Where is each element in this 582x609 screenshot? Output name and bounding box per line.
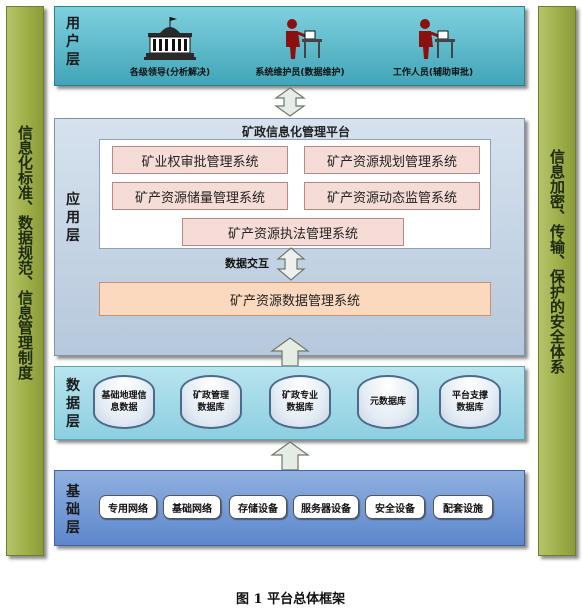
right-pillar-text: 信息加密、传输、保护的安全体系: [548, 149, 566, 374]
database-geo-base[interactable]: 基础地理信息数据: [93, 375, 155, 429]
figure-caption: 图 1 平台总体框架: [236, 592, 346, 607]
mining-right-approval-system[interactable]: 矿业权审批管理系统: [112, 146, 288, 174]
database-mining-admin[interactable]: 矿政管理数据库: [180, 375, 242, 429]
leader-role: 各级领导(分析解决): [110, 15, 230, 79]
base-supporting-facilities[interactable]: 配套设施: [433, 495, 493, 519]
maintainer-role-label: 系统维护员(数据维护): [255, 68, 345, 78]
base-layer-title: 基础层: [66, 484, 80, 536]
reserve-management-system[interactable]: 矿产资源储量管理系统: [112, 182, 288, 210]
app-layer-title: 应用层: [66, 192, 80, 244]
platform-panel: 矿业权审批管理系统 矿产资源规划管理系统 矿产资源储量管理系统 矿产资源动态监管…: [99, 139, 491, 249]
data-exchange-arrow-icon: [276, 247, 306, 281]
dynamic-supervision-system[interactable]: 矿产资源动态监管系统: [304, 182, 480, 210]
law-enforcement-system[interactable]: 矿产资源执法管理系统: [182, 218, 404, 246]
user-layer-title: 用户层: [66, 16, 80, 68]
maintainer-person-icon: [286, 19, 322, 59]
base-to-data-arrow-icon: [270, 441, 310, 471]
staff-person-icon: [419, 19, 455, 59]
staff-role: 工作人员(辅助审批): [373, 15, 493, 79]
data-exchange-label: 数据交互: [225, 257, 269, 270]
resource-data-management-system[interactable]: 矿产资源数据管理系统: [99, 282, 491, 316]
right-pillar: 信息加密、传输、保护的安全体系: [538, 6, 576, 556]
base-layer: 基础层 专用网络 基础网络 存储设备 服务器设备 安全设备 配套设施: [54, 470, 525, 546]
base-storage-device[interactable]: 存储设备: [229, 495, 287, 519]
staff-role-label: 工作人员(辅助审批): [392, 68, 474, 78]
platform-title: 矿政信息化管理平台: [241, 125, 350, 139]
resource-planning-system[interactable]: 矿产资源规划管理系统: [304, 146, 480, 174]
database-mining-professional[interactable]: 矿政专业数据库: [269, 375, 331, 429]
database-platform-support[interactable]: 平台支撑数据库: [439, 375, 501, 429]
base-dedicated-network[interactable]: 专用网络: [99, 495, 157, 519]
left-pillar-text: 信息化标准、数据规范、信息管理制度: [16, 125, 34, 380]
leader-role-label: 各级领导(分析解决): [129, 68, 211, 78]
maintainer-role: 系统维护员(数据维护): [240, 15, 360, 79]
data-layer-title: 数据层: [66, 378, 80, 430]
base-security-device[interactable]: 安全设备: [365, 495, 425, 519]
data-to-app-arrow-icon: [270, 337, 310, 367]
data-layer: 数据层 基础地理信息数据 矿政管理数据库 矿政专业数据库 元数据库 平台支撑数据…: [54, 366, 525, 440]
app-layer: 应用层 矿政信息化管理平台 矿业权审批管理系统 矿产资源规划管理系统 矿产资源储…: [54, 118, 525, 356]
user-app-double-arrow-icon: [274, 87, 306, 117]
user-layer: 用户层 各级领导(分析解决) 系统维护员(数据: [54, 6, 525, 86]
base-server-device[interactable]: 服务器设备: [293, 495, 359, 519]
database-metadata[interactable]: 元数据库: [357, 375, 419, 429]
base-basic-network[interactable]: 基础网络: [163, 495, 221, 519]
government-building-icon: [144, 17, 196, 60]
left-pillar: 信息化标准、数据规范、信息管理制度: [6, 6, 44, 556]
